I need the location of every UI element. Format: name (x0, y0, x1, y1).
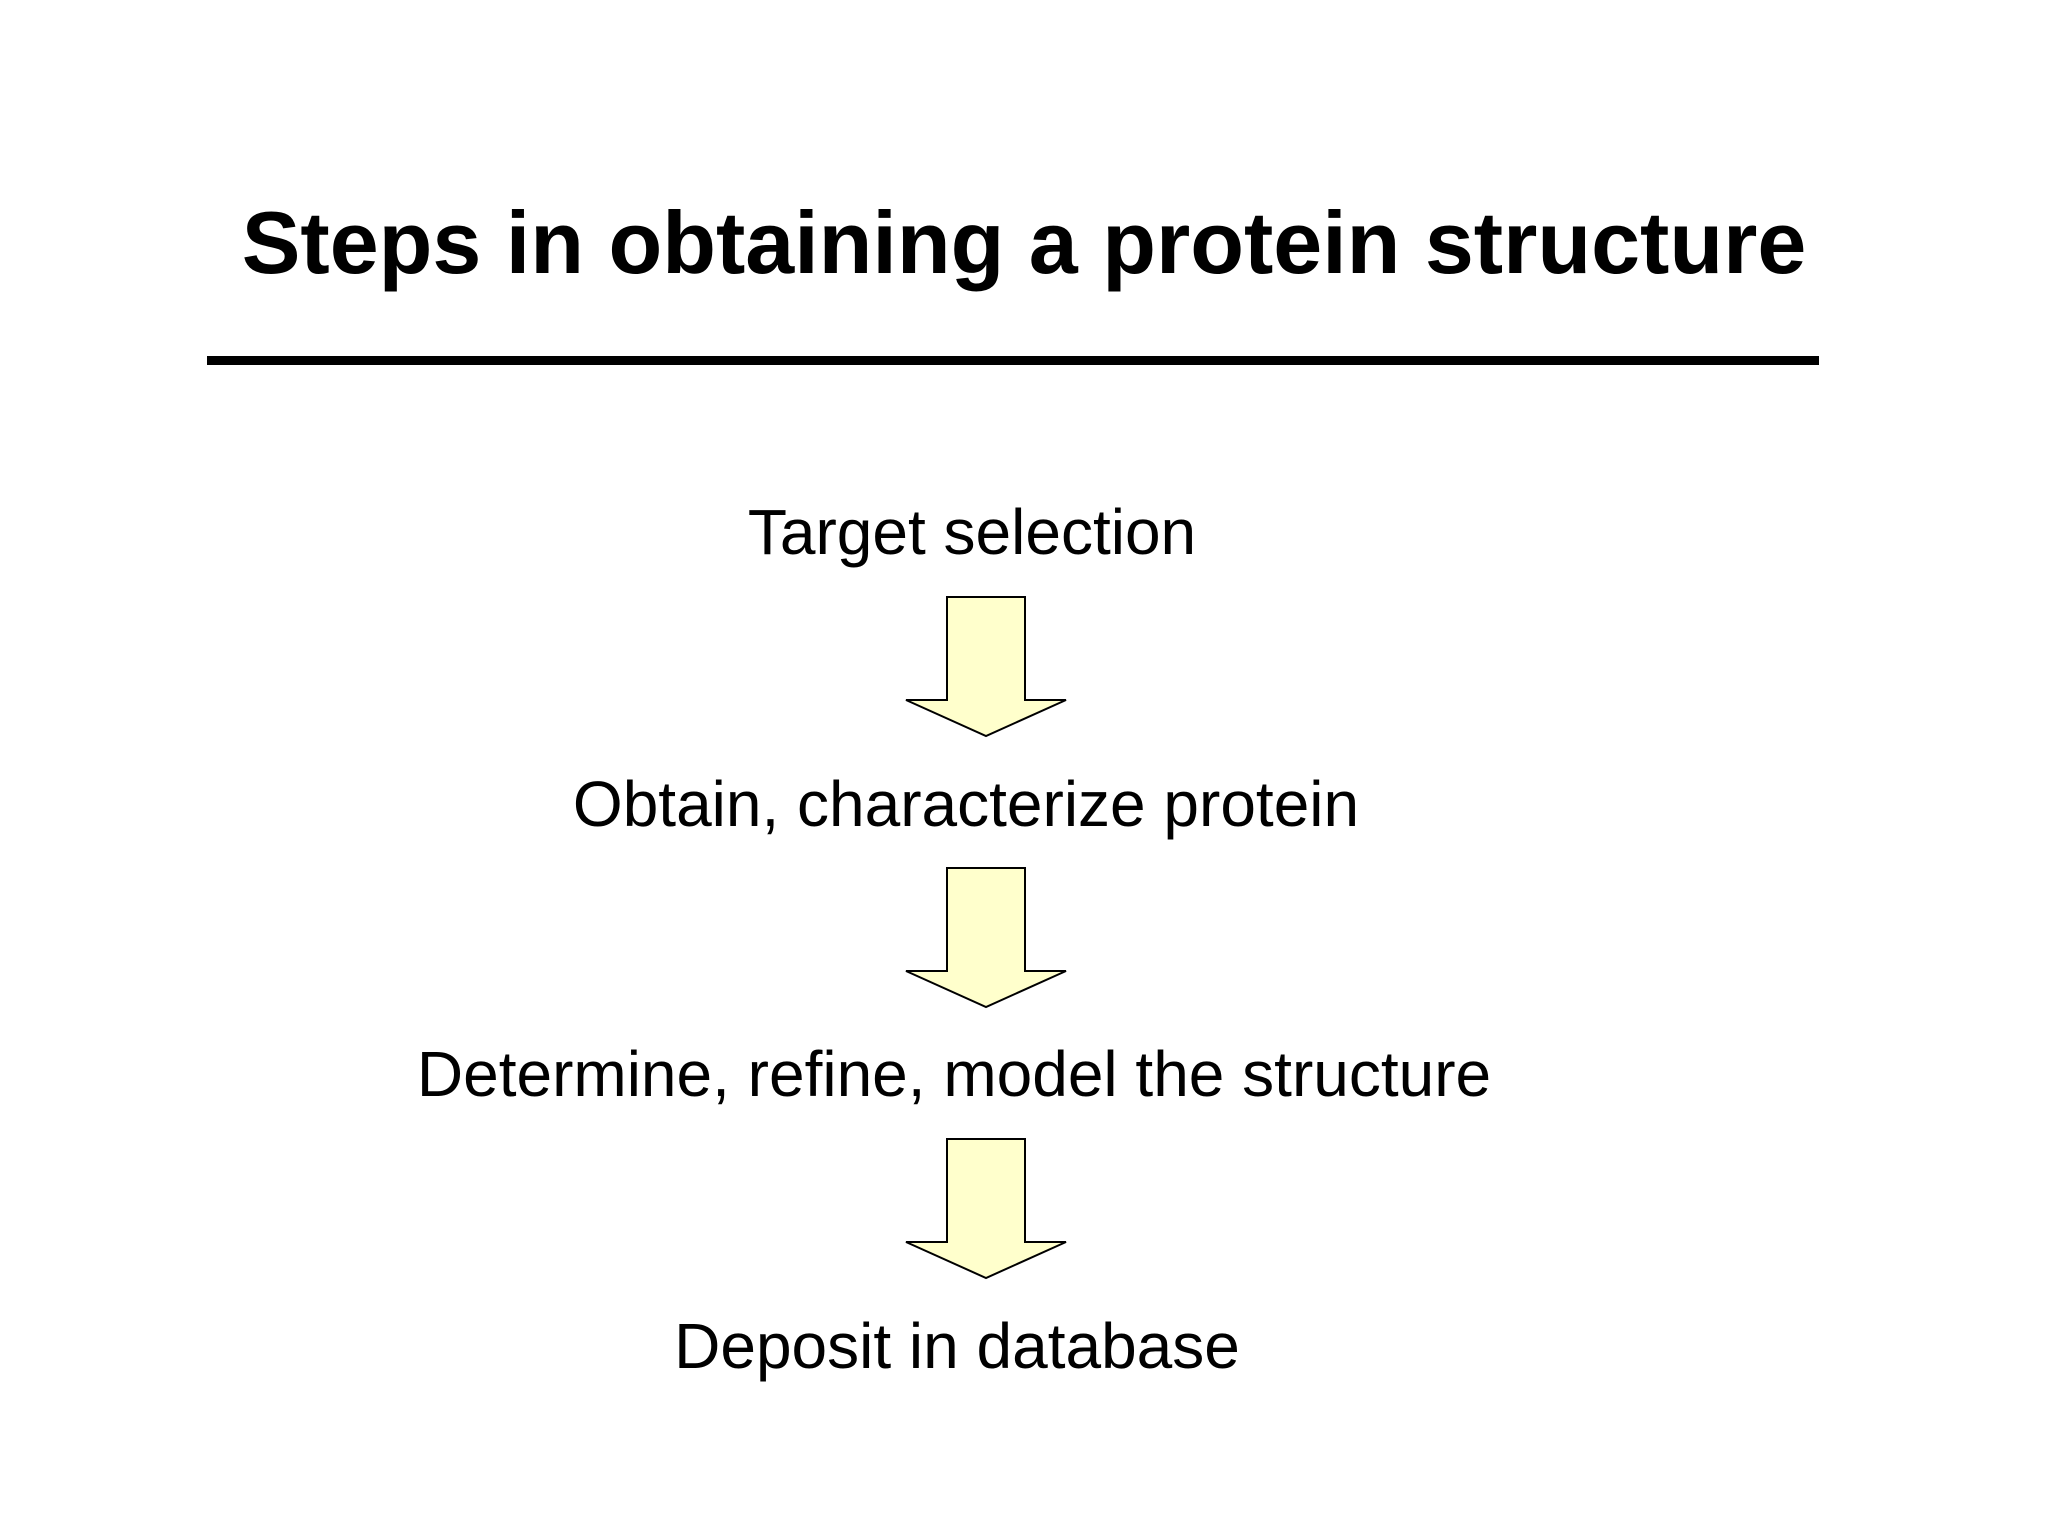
title-divider (207, 356, 1819, 365)
down-arrow-icon (905, 1138, 1067, 1280)
down-arrow-icon (905, 867, 1067, 1009)
step-determine-refine-model: Determine, refine, model the structure (416, 1038, 1492, 1110)
step-target-selection: Target selection (747, 496, 1197, 568)
slide-title: Steps in obtaining a protein structure (241, 193, 1807, 292)
step-obtain-characterize-protein: Obtain, characterize protein (572, 768, 1360, 840)
down-arrow-icon (905, 596, 1067, 738)
step-deposit-in-database: Deposit in database (674, 1310, 1240, 1382)
